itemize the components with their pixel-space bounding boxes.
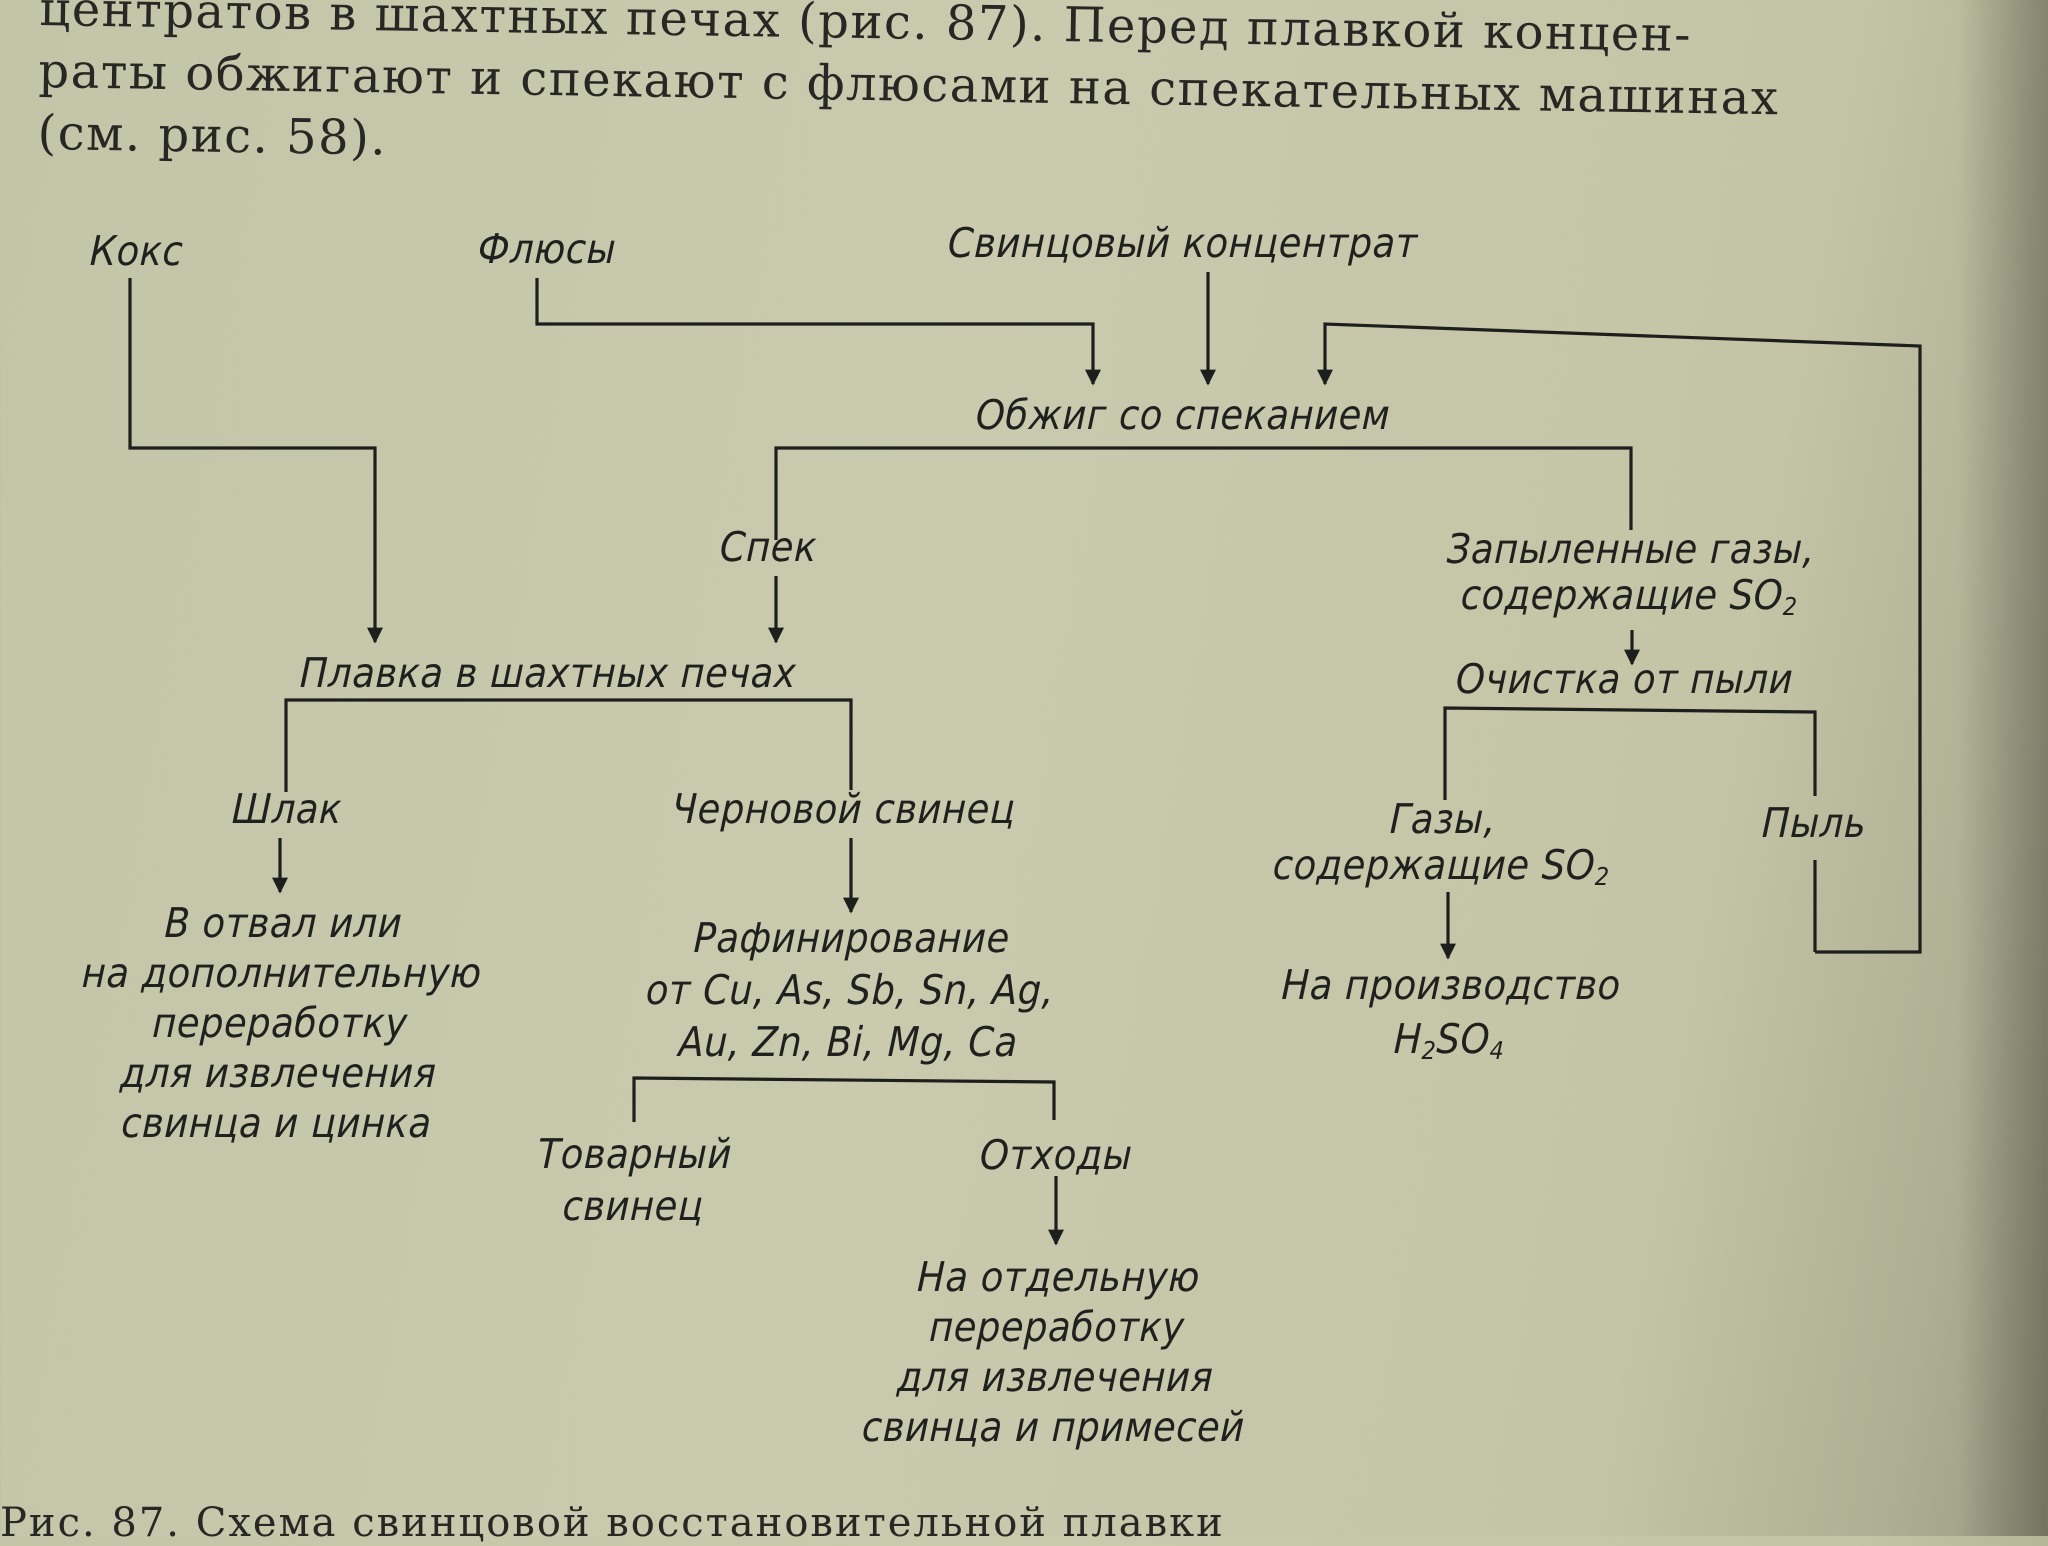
refining-split-line bbox=[632, 1076, 1056, 1122]
node-coke: Кокс bbox=[89, 227, 185, 275]
node-dump-or-reprocessing: В отвал или на дополнительную переработк… bbox=[80, 899, 483, 1147]
node-rough-lead: Черновой свинец bbox=[671, 785, 1017, 833]
coke-to-smelting-arrow bbox=[128, 278, 383, 644]
flux-to-roasting-arrow bbox=[535, 278, 1101, 386]
node-dust: Пыль bbox=[1761, 799, 1868, 847]
node-flux: Флюсы bbox=[477, 225, 618, 273]
node-shaft-furnace-smelting: Плавка в шахтных печах bbox=[299, 649, 798, 697]
node-slag: Шлак bbox=[231, 785, 343, 833]
node-refining: Рафинирование от Cu, As, Sb, Sn, Ag, Au,… bbox=[645, 914, 1055, 1066]
figure-caption: Рис. 87. Схема свинцовой восстановительн… bbox=[0, 1500, 1225, 1546]
cleaning-split-line bbox=[1443, 706, 1817, 800]
node-waste: Отходы bbox=[979, 1131, 1134, 1179]
node-dust-cleaning: Очистка от пыли bbox=[1455, 655, 1795, 703]
node-h2so4-production: На производство H2SO4 bbox=[1280, 961, 1622, 1066]
node-gases-so2: Газы, содержащие SO2 bbox=[1272, 795, 1610, 892]
node-commodity-lead: Товарный свинец bbox=[537, 1130, 733, 1230]
node-dusty-gases: Запыленные газы, содержащие SO2 bbox=[1446, 525, 1816, 622]
page-edge-shadow bbox=[1958, 0, 2048, 1536]
node-sinter: Спек bbox=[719, 523, 818, 571]
node-separate-processing: На отдельную переработку для извлечения … bbox=[861, 1253, 1246, 1451]
smelting-split-line bbox=[284, 698, 853, 792]
roasting-split-line bbox=[774, 446, 1633, 540]
node-lead-concentrate: Свинцовый концентрат bbox=[947, 219, 1419, 267]
node-sintering-roasting: Обжиг со спеканием bbox=[975, 391, 1392, 439]
dust-recycle-arrow bbox=[1317, 322, 1922, 954]
